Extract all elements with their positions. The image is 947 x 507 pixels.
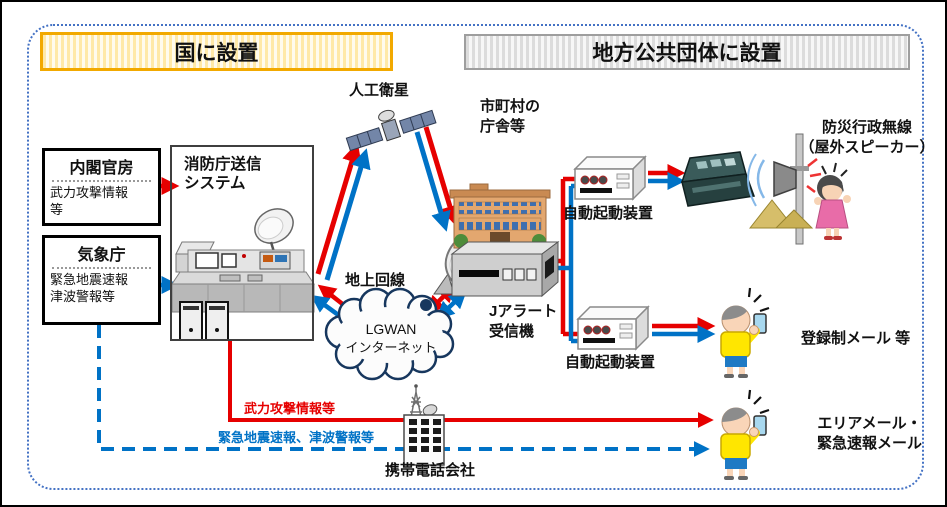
registered-mail-label: 登録制メール 等 (801, 330, 911, 347)
header-local-label: 地方公共団体に設置 (592, 42, 782, 65)
lgwan-cloud-icon (324, 287, 455, 381)
receiver-label: Jアラート 受信機 (489, 302, 557, 341)
disaster-radio-label: 防災行政無線 （屋外スピーカー） (792, 118, 942, 157)
fdma-title-line2: システム (184, 175, 246, 193)
area-mail-label: エリアメール・ 緊急速報メール (797, 414, 942, 453)
fdma-transmission-box: 消防庁送信 システム (170, 145, 314, 341)
carrier-building-icon (403, 384, 445, 466)
area-mail-label-line2: 緊急速報メール (816, 434, 922, 452)
municipal-label-line2: 庁舎等 (480, 117, 526, 135)
radio-console-icon (680, 151, 756, 207)
divider (52, 267, 151, 269)
disaster-radio-label-line1: 防災行政無線 (821, 119, 912, 136)
jma-desc-line1: 緊急地震速報 (50, 272, 129, 287)
header-national: 国に設置 (40, 32, 393, 71)
jma-desc-line2: 津波警報等 (50, 288, 116, 304)
jma-box: 気象庁 緊急地震速報 津波警報等 (42, 235, 161, 325)
flow-lines (97, 126, 716, 457)
divider (52, 180, 151, 182)
cloud-label-line2: インターネット (345, 339, 437, 355)
header-local: 地方公共団体に設置 (464, 34, 910, 70)
person-with-phone-icon (721, 390, 769, 480)
activator-bottom-label: 自動起動装置 (565, 354, 656, 371)
disaster-radio-label-line2: （屋外スピーカー） (799, 138, 935, 156)
attack-info-flow-label: 武力攻撃情報等 (244, 401, 336, 416)
eq-tsunami-flow-label: 緊急地震速報、津波警報等 (218, 430, 375, 445)
transmission-console-icon (171, 208, 315, 341)
cloud-label: LGWAN インターネット (332, 320, 450, 356)
cloud-node-dot (420, 299, 432, 311)
receiver-label-line2: 受信機 (489, 322, 535, 340)
jalert-receiver-icon (450, 241, 560, 298)
cabinet-secretariat-desc: 武力攻撃情報等 (50, 185, 129, 217)
satellite-label: 人工衛星 (349, 82, 410, 99)
area-mail-label-line1: エリアメール・ (817, 415, 922, 432)
activator-top-label: 自動起動装置 (563, 205, 654, 222)
municipal-label-line1: 市町村の (480, 98, 541, 115)
outdoor-speaker-icon (747, 133, 851, 245)
carrier-label: 携帯電話会社 (385, 462, 476, 479)
cloud-label-line1: LGWAN (365, 321, 417, 337)
jma-title: 気象庁 (77, 247, 126, 264)
cabinet-secretariat-box: 内閣官房 武力攻撃情報等 (42, 148, 161, 226)
satellite-icon (345, 109, 437, 152)
activator-device-icon (577, 306, 649, 350)
municipal-label: 市町村の 庁舎等 (480, 97, 540, 136)
fdma-title-line1: 消防庁送信 (184, 156, 262, 173)
cabinet-secretariat-title: 内閣官房 (69, 160, 134, 177)
header-national-label: 国に設置 (174, 41, 259, 65)
terrestrial-line-label: 地上回線 (345, 272, 406, 289)
receiver-label-line1: Jアラート (489, 303, 558, 320)
person-with-phone-icon (721, 288, 769, 378)
activator-device-icon (574, 156, 646, 200)
listener-woman-icon (814, 162, 851, 240)
municipal-building-icon (449, 183, 551, 249)
